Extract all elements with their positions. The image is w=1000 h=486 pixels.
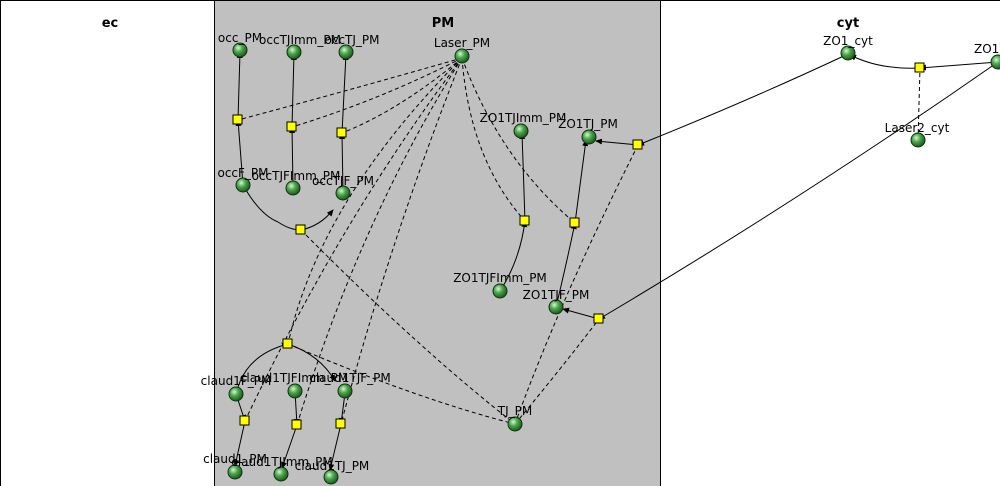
species-tj-pm-node[interactable]	[507, 416, 523, 432]
compartment-ec	[0, 0, 215, 486]
species-label: ZO1TJFImm_PM	[453, 271, 547, 285]
reaction-node	[295, 224, 306, 235]
species-claud1f-pm-node[interactable]	[228, 386, 244, 402]
reaction-node	[335, 418, 346, 429]
species-label: claud1_PM	[203, 452, 267, 466]
species-zo1tj-pm-node[interactable]	[581, 129, 597, 145]
reaction-node	[632, 139, 643, 150]
compartment-label-ec: ec	[102, 16, 119, 31]
species-zo1tjf-pm-node[interactable]	[548, 299, 564, 315]
species-label: ZO1TJImm_PM	[480, 111, 567, 125]
species-label: claud1TJ_PM	[295, 459, 370, 473]
compartment-cyt	[660, 0, 1000, 486]
species-label: TJ_PM	[497, 404, 532, 418]
species-zo1-cyt-edge-node[interactable]	[990, 54, 1000, 70]
species-label: claud1F_PM	[201, 374, 272, 388]
modifier-edges	[237, 57, 921, 426]
reaction-node	[239, 415, 250, 426]
reaction-node	[286, 121, 297, 132]
species-label: ZO1	[974, 42, 999, 56]
species-claud1tj-pm-node[interactable]	[323, 469, 339, 485]
species-zo1-cyt-node[interactable]	[840, 45, 856, 61]
compartment-pm	[214, 0, 661, 486]
species-label: Laser_PM	[434, 36, 490, 50]
species-label: claud1TJFImm_PM	[240, 371, 348, 385]
species-label: Laser2_cyt	[885, 121, 950, 135]
species-occtj-pm-node[interactable]	[338, 44, 354, 60]
species-zo1tjimm-pm-node[interactable]	[513, 123, 529, 139]
species-claud1tjf-pm-node[interactable]	[337, 383, 353, 399]
compartment-label-cyt: cyt	[837, 16, 859, 31]
species-claud1tjfimm-pm-node[interactable]	[287, 383, 303, 399]
species-label: ZO1TJF_PM	[523, 288, 590, 302]
reaction-node	[232, 114, 243, 125]
species-label: claud1TJImm_PM	[231, 455, 333, 469]
species-label: ZO1_cyt	[823, 34, 873, 48]
reaction-edges	[233, 51, 999, 471]
species-label: claud1TJF_PM	[309, 371, 391, 385]
species-occ-pm-node[interactable]	[232, 42, 248, 58]
reaction-node	[569, 217, 580, 228]
species-claud1tjimm-pm-node[interactable]	[273, 466, 289, 482]
compartment-label-pm: PM	[432, 16, 454, 31]
reaction-node	[519, 215, 530, 226]
species-nodes	[227, 42, 1000, 485]
species-occtjfimm-pm-node[interactable]	[285, 180, 301, 196]
species-label: occF_PM	[217, 166, 268, 180]
species-label: occ_PM	[218, 31, 262, 45]
species-occf-pm-node[interactable]	[235, 177, 251, 193]
reaction-node	[593, 313, 604, 324]
reaction-nodes	[232, 62, 925, 430]
species-label: occTJImm_PM	[259, 33, 341, 47]
species-laser2-cyt-node[interactable]	[910, 132, 926, 148]
species-label: occTJ_PM	[325, 33, 380, 47]
species-occtjf-pm-node[interactable]	[335, 185, 351, 201]
reaction-node	[282, 338, 293, 349]
species-label: occTJF_PM	[312, 174, 374, 188]
species-occtjimm-pm-node[interactable]	[286, 44, 302, 60]
species-label: ZO1TJ_PM	[558, 117, 618, 131]
species-zo1tjfimm-pm-node[interactable]	[492, 283, 508, 299]
reaction-node	[336, 127, 347, 138]
species-laser-pm-node[interactable]	[454, 48, 470, 64]
reaction-node	[914, 62, 925, 73]
species-claud1-pm-node[interactable]	[227, 464, 243, 480]
reaction-node	[291, 419, 302, 430]
species-label: occTJFImm_PM	[252, 169, 341, 183]
